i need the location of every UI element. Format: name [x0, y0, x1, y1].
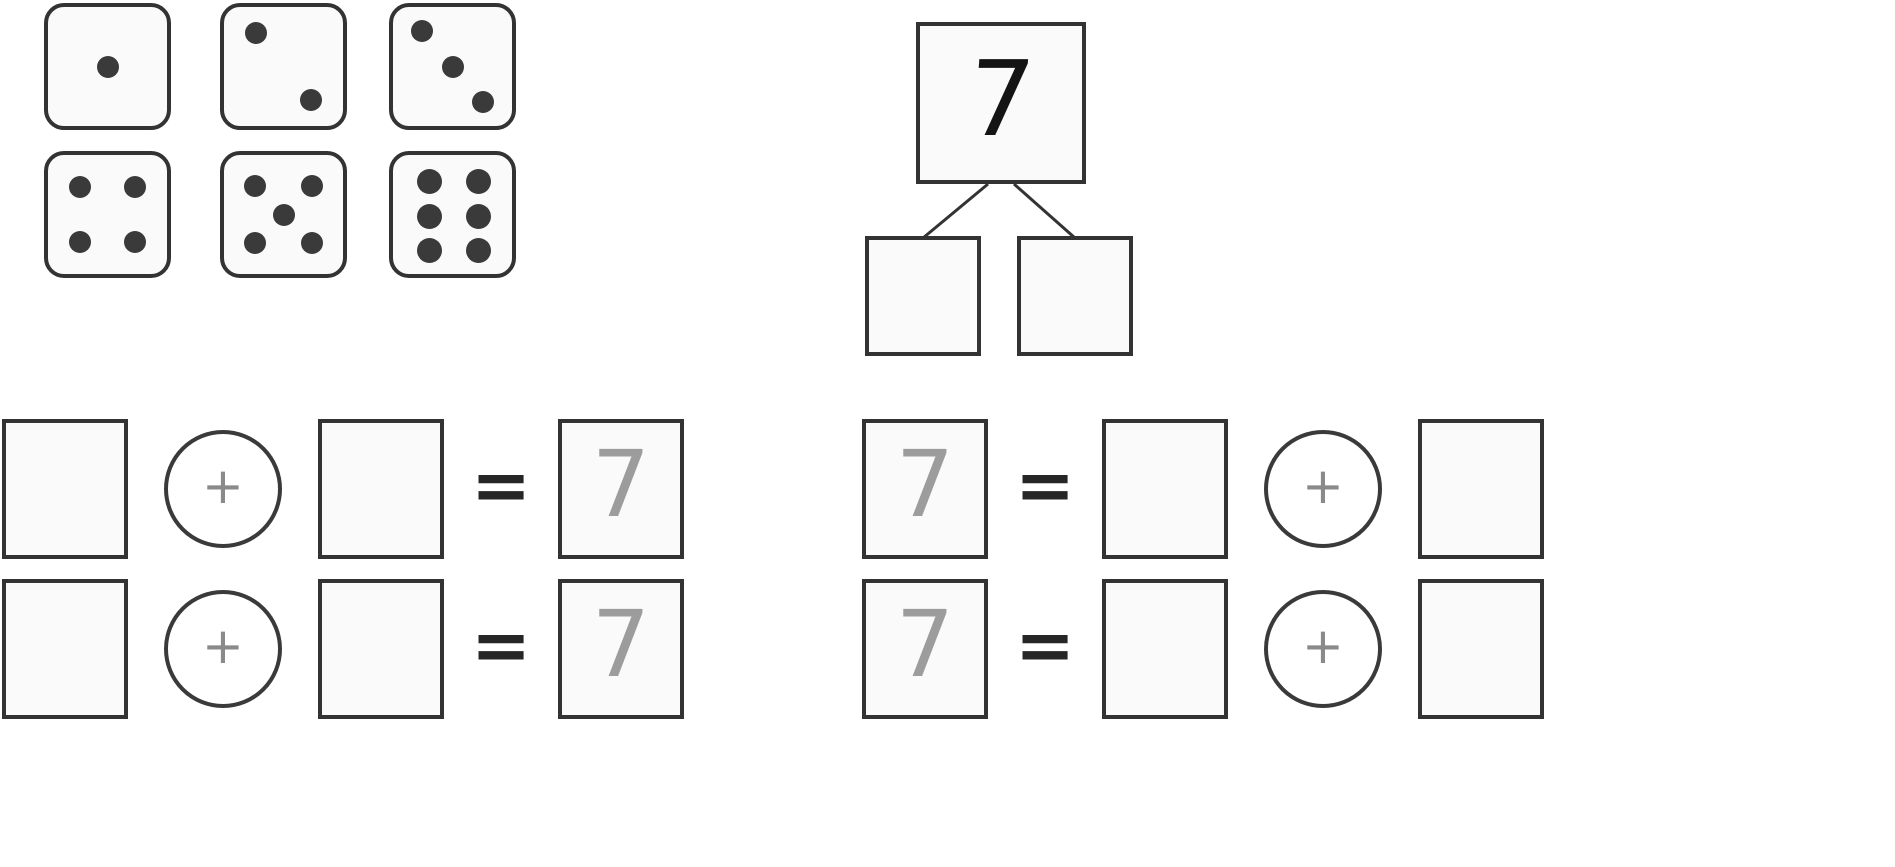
plus-operator-circle[interactable]: +	[1264, 430, 1382, 548]
equation-answer-box[interactable]	[2, 579, 128, 719]
die-pip	[441, 55, 464, 78]
dice-grid	[44, 0, 524, 282]
die-pip	[416, 168, 442, 194]
equation-row-left-2: + = 7	[2, 579, 684, 719]
die-pip	[243, 232, 266, 255]
equation-box-value: 7	[895, 591, 955, 698]
equation-row-right-1: 7 = +	[862, 419, 1544, 559]
number-bond-diagram: 7	[862, 0, 1152, 370]
die-pip	[466, 203, 492, 229]
equation-answer-box[interactable]: 7	[862, 419, 988, 559]
plus-operator-circle[interactable]: +	[164, 590, 282, 708]
equation-box-value: 7	[591, 591, 651, 698]
die-pip	[69, 230, 92, 253]
die-2[interactable]	[220, 3, 347, 130]
die-1[interactable]	[44, 3, 171, 130]
equals-sign: =	[470, 443, 532, 527]
equation-answer-box[interactable]	[1418, 579, 1544, 719]
equation-answer-box[interactable]: 7	[862, 579, 988, 719]
die-pip	[96, 55, 119, 78]
equation-answer-box[interactable]: 7	[558, 419, 684, 559]
plus-icon: +	[202, 457, 244, 515]
equation-answer-box[interactable]	[1102, 579, 1228, 719]
die-pip	[123, 230, 146, 253]
die-pip	[301, 232, 324, 255]
number-bond-whole-value: 7	[963, 38, 1039, 160]
die-pip	[416, 238, 442, 263]
die-5[interactable]	[220, 151, 347, 278]
die-4[interactable]	[44, 151, 171, 278]
die-pip	[299, 88, 322, 111]
plus-icon: +	[1302, 617, 1344, 675]
equation-row-left-1: + = 7	[2, 419, 684, 559]
die-pip	[245, 22, 268, 45]
die-pip	[123, 176, 146, 199]
die-pip	[301, 174, 324, 197]
die-3[interactable]	[389, 3, 516, 130]
number-bond-connector-lines	[922, 182, 1076, 240]
equation-box-value: 7	[895, 431, 955, 538]
die-pip	[272, 203, 295, 226]
die-pip	[472, 91, 495, 114]
equation-answer-box[interactable]	[318, 579, 444, 719]
die-pip	[466, 168, 492, 194]
equation-row-right-2: 7 = +	[862, 579, 1544, 719]
die-pip	[416, 203, 442, 229]
plus-icon: +	[1302, 457, 1344, 515]
equation-answer-box[interactable]: 7	[558, 579, 684, 719]
die-pip	[243, 174, 266, 197]
die-6[interactable]	[389, 151, 516, 278]
equals-sign: =	[470, 603, 532, 687]
die-pip	[410, 19, 433, 42]
equation-answer-box[interactable]	[1418, 419, 1544, 559]
equation-box-value: 7	[591, 431, 651, 538]
die-pip	[69, 176, 92, 199]
number-bond-part-right-box[interactable]	[1017, 236, 1133, 356]
number-bond-part-left-box[interactable]	[865, 236, 981, 356]
plus-operator-circle[interactable]: +	[1264, 590, 1382, 708]
number-bond-whole-box[interactable]: 7	[916, 22, 1086, 184]
equals-sign: =	[1014, 603, 1076, 687]
die-pip	[466, 238, 492, 263]
plus-icon: +	[202, 617, 244, 675]
equation-answer-box[interactable]	[318, 419, 444, 559]
equation-answer-box[interactable]	[2, 419, 128, 559]
equals-sign: =	[1014, 443, 1076, 527]
equation-answer-box[interactable]	[1102, 419, 1228, 559]
plus-operator-circle[interactable]: +	[164, 430, 282, 548]
